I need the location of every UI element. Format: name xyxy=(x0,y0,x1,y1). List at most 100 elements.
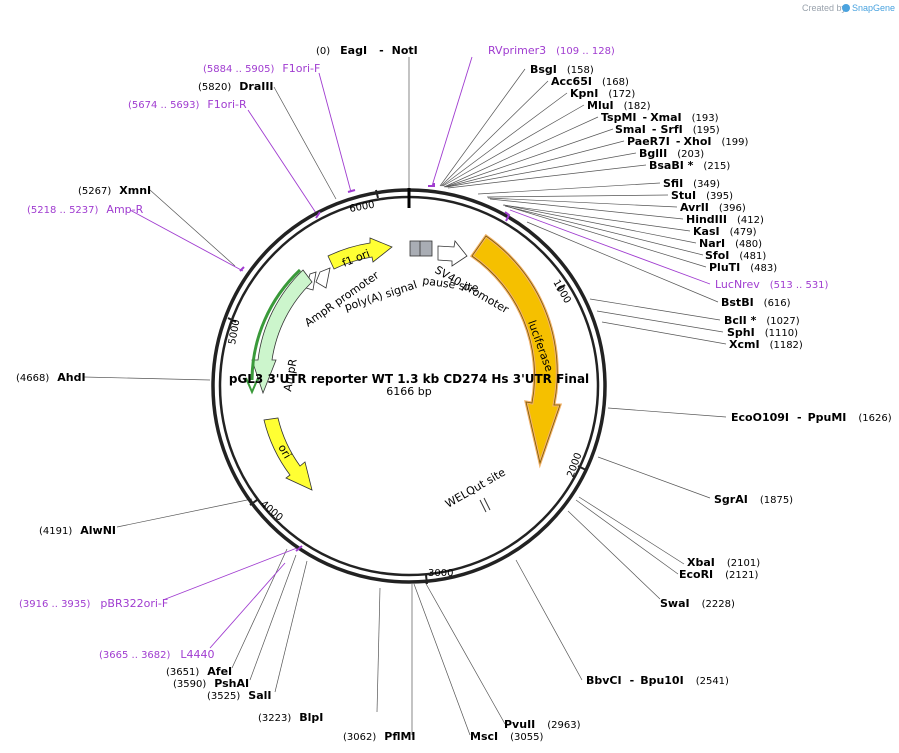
site-name: BsgI xyxy=(530,63,557,76)
tick-label-3000: 3000 xyxy=(428,568,453,579)
primer-range: (3916 .. 3935) xyxy=(19,599,91,610)
site-name: StuI xyxy=(671,189,696,202)
site-draiii: (5820)DraIII xyxy=(198,80,274,93)
primer-l4440: (3665 .. 3682)L4440 xyxy=(99,648,215,661)
leader-swai xyxy=(567,510,661,600)
leader-bstbi xyxy=(526,221,719,303)
site-pos: (3590) xyxy=(173,679,206,690)
tick-label-1000: 1000 xyxy=(550,278,572,306)
leader-bcli xyxy=(589,298,721,321)
primer-f1ori-f: (5884 .. 5905) F1ori-F xyxy=(203,62,320,75)
site-pos: (3055) xyxy=(510,732,543,743)
leader-pvuii xyxy=(424,581,506,725)
site-pos: (3223) xyxy=(258,713,291,724)
site-pos: (215) xyxy=(703,161,730,172)
primer-amp-r: (5218 .. 5237)Amp-R xyxy=(27,203,144,216)
leader-xbai xyxy=(578,496,685,565)
site-sep: - xyxy=(643,111,647,124)
site-pos: (193) xyxy=(692,113,719,124)
site-name-2: XhoI xyxy=(684,135,712,148)
site-name: NarI xyxy=(699,237,725,250)
feature-welqut-site xyxy=(479,499,487,513)
site-ahdi: (4668)AhdI xyxy=(16,371,86,384)
site-kasi: KasI(479) xyxy=(693,225,757,238)
site-name: AvrII xyxy=(680,201,709,214)
plasmid-title-group: pGL3 3'UTR reporter WT 1.3 kb CD274 Hs 3… xyxy=(229,372,589,398)
site-pflmi: (3062)PflMI xyxy=(343,730,416,743)
site-pos: (480) xyxy=(735,239,762,250)
site-name: KasI xyxy=(693,225,720,238)
feature-sv40-promoter xyxy=(437,240,468,267)
primer-range: (5674 .. 5693) xyxy=(128,100,200,111)
site-blpi: (3223) BlpI xyxy=(258,711,323,724)
feature-label-ori: ori xyxy=(275,442,293,461)
site-pos: (395) xyxy=(706,191,733,202)
site-name: SmaI xyxy=(615,123,646,136)
leader-pshai xyxy=(249,554,297,681)
leader-l4440 xyxy=(209,562,286,649)
leader-bsgi xyxy=(439,68,526,187)
site-name: BlpI xyxy=(299,711,323,724)
site-smai: SmaI-SrfI(195) xyxy=(615,123,720,136)
tick-2000 xyxy=(577,465,587,471)
site-msci: MscI(3055) xyxy=(470,730,543,743)
feature-label-welqut-site: WELQut site xyxy=(443,466,508,511)
primer-rvprimer3: RVprimer3 (109 .. 128) xyxy=(488,44,615,57)
site-name: EcoRI xyxy=(679,568,713,581)
leader-hindiii xyxy=(489,198,684,220)
leader-smai xyxy=(444,128,614,188)
site-name: EagI xyxy=(340,44,367,57)
leader-sphi xyxy=(596,310,724,333)
leader-xmni xyxy=(149,189,236,267)
primer-range: (109 .. 128) xyxy=(556,46,615,57)
leader-amp-r xyxy=(129,209,244,272)
primer-lucnrev: LucNrev(513 .. 531) xyxy=(715,278,829,291)
site-xbai: XbaI(2101) xyxy=(687,556,760,569)
leader-sfii xyxy=(477,182,661,195)
credit: Created by SnapGene xyxy=(802,3,895,13)
tick-label-4000: 4000 xyxy=(258,499,285,524)
site-pos: (199) xyxy=(722,137,749,148)
site-bstbi: BstBI(616) xyxy=(721,296,791,309)
site-pos: (5267) xyxy=(78,186,111,197)
site-tspmi: TspMI-XmaI(193) xyxy=(601,111,719,124)
site-name-2: NotI xyxy=(392,44,418,57)
primer-range: (5884 .. 5905) xyxy=(203,64,275,75)
site-sfoi: SfoI(481) xyxy=(705,249,766,262)
site-name: PluTI xyxy=(709,261,740,274)
site-name: DraIII xyxy=(239,80,273,93)
site-pos: (616) xyxy=(764,298,791,309)
backbone xyxy=(211,188,607,584)
features: luciferase SV40 promoter pause site f1 o… xyxy=(245,233,563,513)
leader-alwni xyxy=(116,498,253,528)
primer-name: Amp-R xyxy=(106,203,143,216)
leader-nari xyxy=(503,204,697,244)
site-name: MluI xyxy=(587,99,614,112)
site-sep: - xyxy=(630,674,635,687)
site-pos: (172) xyxy=(608,89,635,100)
site-name: XmnI xyxy=(119,184,151,197)
tick-label-6000: 6000 xyxy=(349,200,376,215)
leader-f1ori-r xyxy=(247,109,319,217)
primer-name: RVprimer3 xyxy=(488,44,546,57)
site-pos: (2228) xyxy=(702,599,735,610)
primer-name: F1ori-F xyxy=(282,62,320,75)
site-pos: (2101) xyxy=(727,558,760,569)
site-name-2: SrfI xyxy=(660,123,682,136)
site-mlui: MluI(182) xyxy=(587,99,651,112)
feature-ampr xyxy=(251,269,313,395)
site-paer7i: PaeR7I-XhoI(199) xyxy=(627,135,749,148)
feature-label-pause-site: pause site xyxy=(422,274,480,295)
snapgene-logo-icon xyxy=(842,4,850,12)
leader-afei xyxy=(231,548,288,669)
feature-polya-signal xyxy=(315,267,331,289)
site-pos: (3651) xyxy=(166,667,199,678)
site-pos: (2541) xyxy=(696,676,729,687)
leader-kpni xyxy=(441,92,568,187)
primer-f1ori-r: (5674 .. 5693)F1ori-R xyxy=(128,98,247,111)
site-pos: (4191) xyxy=(39,526,72,537)
site-pos: (483) xyxy=(750,263,777,274)
site-name: Acc65I xyxy=(551,75,592,88)
feature-ampr-highlight xyxy=(250,268,302,381)
site-name: PflMI xyxy=(384,730,415,743)
